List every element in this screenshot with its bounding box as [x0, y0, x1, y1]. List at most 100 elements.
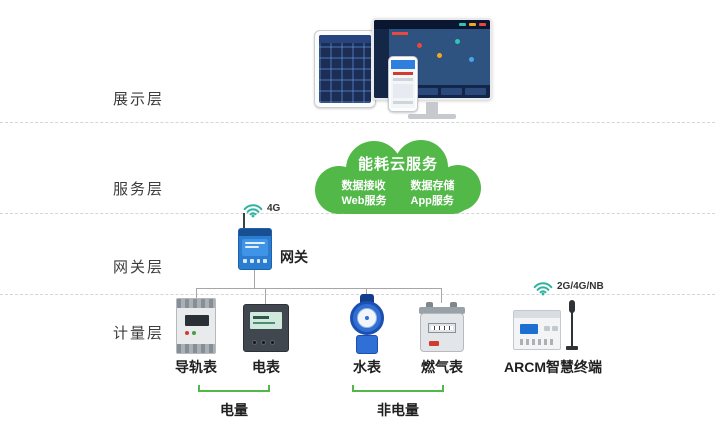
meter-label-din-rail: 导轨表 — [175, 359, 217, 375]
gateway-label: 网关 — [280, 249, 308, 265]
tablet-header — [319, 35, 371, 43]
gateway-port — [256, 259, 261, 263]
phone-screen — [391, 60, 415, 108]
connector-line — [265, 288, 266, 304]
gateway-ports — [243, 259, 267, 263]
electric-meter-buttons — [252, 340, 275, 345]
connector-line — [441, 288, 442, 303]
gateway-face-line — [245, 242, 265, 244]
din-meter-led — [185, 331, 189, 335]
arcm-connectivity-label: 2G/4G/NB — [557, 281, 604, 292]
gateway-face-line — [245, 246, 259, 248]
layer-divider — [0, 122, 715, 123]
connector-bus-line — [196, 288, 442, 289]
header-chip — [469, 23, 476, 26]
gateway-port — [263, 259, 267, 263]
gateway-wifi-icon — [243, 202, 263, 218]
phone-content-panel — [393, 84, 413, 98]
cloud-item-web-service: Web服务 — [341, 195, 387, 207]
arcm-terminal-ports — [520, 339, 554, 345]
gateway-face-panel — [242, 239, 268, 256]
connector-line — [366, 288, 367, 295]
panel-bar — [417, 88, 438, 95]
tablet-screen — [319, 35, 371, 103]
external-antenna-base — [566, 346, 578, 350]
cloud-shape — [315, 140, 481, 214]
meter-label-gas: 燃气表 — [421, 359, 463, 375]
monitor-stand-base — [408, 114, 456, 119]
water-meter-cap — [360, 294, 374, 303]
phone-content-bar — [393, 78, 413, 81]
display-segment — [253, 316, 269, 319]
bracket-non-electric-group — [352, 385, 444, 392]
water-meter-body — [356, 335, 378, 354]
gateway-port — [243, 259, 247, 263]
group-label-non-electric: 非电量 — [377, 402, 419, 418]
gas-meter — [419, 302, 465, 352]
cloud-item-data-storage: 数据存储 — [410, 180, 455, 192]
layer-label-gateway: 网关层 — [113, 259, 165, 276]
cloud-service: 能耗云服务 数据接收 Web服务 数据存储 App服务 — [306, 140, 490, 218]
din-rail-meter — [176, 298, 216, 354]
meter-label-arcm: ARCM智慧终端 — [504, 359, 602, 375]
arcm-wifi-icon — [533, 280, 553, 296]
cloud-title: 能耗云服务 — [357, 156, 438, 173]
gas-pipe-stub — [426, 302, 433, 308]
water-meter-dial-pin — [365, 316, 369, 320]
map-dot — [417, 43, 422, 48]
cloud-content: 能耗云服务 数据接收 Web服务 数据存储 App服务 — [306, 140, 490, 218]
tablet-device — [314, 30, 376, 108]
layer-label-service: 服务层 — [113, 181, 165, 198]
gas-meter-body — [420, 313, 464, 352]
gateway-port — [249, 259, 254, 263]
panel-bar — [441, 88, 462, 95]
meter-label-water: 水表 — [353, 359, 381, 375]
gas-meter-valve — [429, 341, 439, 346]
dashboard-header — [374, 20, 490, 29]
din-terminal-strip — [177, 299, 215, 308]
phone-app-header — [391, 60, 415, 69]
gateway-connectivity-label: 4G — [267, 203, 281, 214]
gas-meter-counter — [428, 323, 456, 333]
external-antenna-icon — [569, 300, 575, 313]
cloud-items-right: 数据存储 App服务 — [411, 179, 455, 209]
layer-divider — [0, 294, 715, 295]
electric-meter-display — [250, 312, 282, 329]
display-segment — [253, 322, 275, 324]
gateway-antenna — [243, 213, 245, 228]
electric-meter — [243, 304, 289, 352]
meter-button — [252, 340, 257, 345]
gas-pipe-stub — [450, 302, 457, 308]
din-terminal-strip — [177, 344, 215, 353]
header-chip — [479, 23, 486, 26]
meter-label-electric: 电表 — [252, 359, 280, 375]
water-meter — [348, 294, 386, 356]
arcm-terminal — [513, 310, 561, 350]
gas-meter-top-bar — [419, 307, 465, 314]
map-dot — [455, 39, 460, 44]
connector-line — [196, 288, 197, 298]
cloud-item-app-service: App服务 — [410, 195, 454, 207]
map-annotation — [392, 32, 408, 35]
bracket-electric-group — [198, 385, 270, 392]
phone-device — [388, 56, 418, 112]
din-meter-led — [192, 331, 196, 335]
gateway-device — [238, 228, 272, 270]
cloud-items-left: 数据接收 Web服务 — [341, 179, 386, 209]
phone-content-bar — [393, 72, 413, 75]
meter-button — [270, 340, 275, 345]
map-dot — [437, 53, 442, 58]
cloud-item-data-receive: 数据接收 — [341, 180, 386, 192]
gateway-top-stripe — [239, 229, 271, 236]
layer-label-metering: 计量层 — [113, 325, 165, 342]
panel-bar — [465, 88, 486, 95]
layer-label-display: 展示层 — [113, 91, 165, 108]
arcm-top-strip — [514, 311, 560, 318]
connector-line — [254, 270, 255, 288]
external-antenna-rod — [571, 309, 573, 347]
arcm-screen — [520, 324, 538, 334]
group-label-electric: 电量 — [220, 402, 248, 418]
header-chip — [459, 23, 466, 26]
arcm-button — [552, 326, 558, 331]
